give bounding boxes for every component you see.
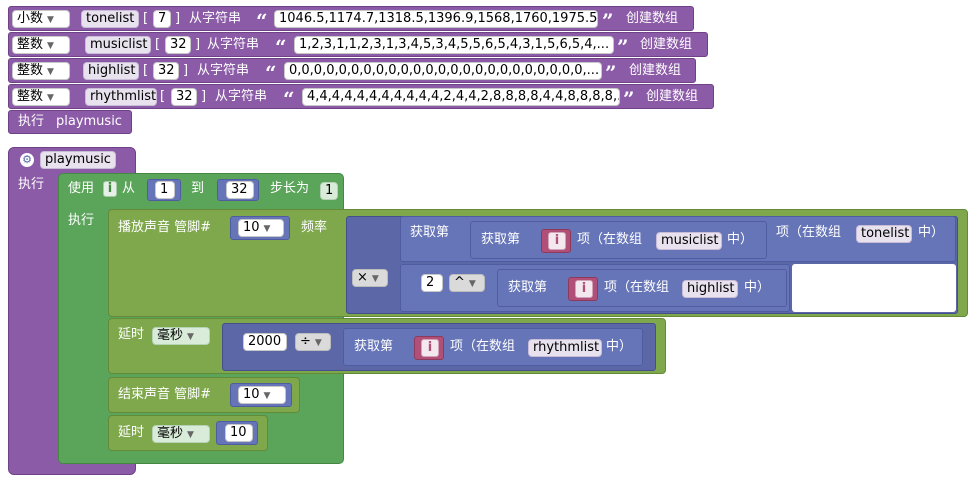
string-value-field[interactable]: 1046.5,1174.7,1318.5,1396.9,1568,1760,19… (274, 10, 598, 28)
get-item-block-rhythmlist[interactable]: 获取第 i 项（在数组 rhythmlist 中） (343, 328, 643, 366)
pin-dropdown[interactable]: 10▼ (238, 219, 284, 237)
step-value-field[interactable]: 1 (320, 182, 338, 200)
tone-pin-block[interactable]: 10▼ (230, 216, 290, 240)
var-name-field[interactable]: rhythmlist (85, 88, 157, 106)
chevron-down-icon: ▼ (187, 332, 194, 342)
base-value-field[interactable]: 2 (421, 274, 443, 292)
pin-dropdown[interactable]: 10▼ (238, 386, 286, 404)
get-item-block-highlist[interactable]: 获取第 i 项（在数组 highlist 中） (497, 269, 787, 307)
from-value-field[interactable]: 1 (155, 181, 175, 199)
chevron-down-icon: ▼ (263, 224, 271, 234)
chevron-down-icon: ▼ (47, 15, 54, 25)
to-value-field[interactable]: 32 (226, 181, 254, 199)
array-decl-block-highlist[interactable]: 整数▼ highlist [ 32 ] 从字符串 “ 0,0,0,0,0,0,0… (8, 58, 696, 83)
var-block-i[interactable]: i (414, 336, 444, 360)
chevron-down-icon: ▼ (263, 391, 271, 401)
quote-close-icon: ” (617, 35, 629, 59)
string-value-field[interactable]: 0,0,0,0,0,0,0,0,0,0,0,0,0,0,0,0,0,0,0,0,… (284, 62, 602, 80)
array-decl-block-tonelist[interactable]: 小数▼ tonelist [ 7 ] 从字符串 “ 1046.5,1174.7,… (8, 6, 694, 31)
unit-dropdown[interactable]: 毫秒▼ (152, 425, 210, 443)
array-name-field[interactable]: tonelist (856, 225, 912, 243)
quote-open-icon: “ (283, 87, 295, 111)
notone-pin-block[interactable]: 10▼ (230, 383, 292, 407)
array-name-field[interactable]: musiclist (656, 232, 722, 250)
chevron-down-icon: ▼ (47, 41, 54, 51)
gear-icon[interactable]: ⚙ (20, 153, 34, 167)
size-field[interactable]: 7 (153, 10, 171, 28)
array-name-field[interactable]: highlist (682, 280, 738, 298)
type-dropdown[interactable]: 整数▼ (12, 62, 70, 80)
var-i-field[interactable]: i (421, 339, 439, 357)
var-i-field[interactable]: i (575, 280, 593, 298)
delay-value-block[interactable]: 10 (216, 421, 258, 445)
var-name-field[interactable]: musiclist (85, 36, 151, 54)
string-value-field[interactable]: 4,4,4,4,4,4,4,4,4,4,4,2,4,4,2,8,8,8,8,4,… (302, 88, 620, 106)
var-name-field[interactable]: highlist (83, 62, 139, 80)
array-decl-block-rhythmlist[interactable]: 整数▼ rhythmlist [ 32 ] 从字符串 “ 4,4,4,4,4,4… (8, 84, 714, 109)
chevron-down-icon: ▼ (187, 430, 194, 440)
call-procedure-block[interactable]: 执行 playmusic (8, 110, 132, 134)
size-field[interactable]: 32 (171, 88, 197, 106)
var-name-field[interactable]: tonelist (81, 10, 139, 28)
delay-value-field[interactable]: 10 (225, 424, 253, 442)
div-op-dropdown[interactable]: ÷▼ (295, 333, 331, 351)
array-decl-block-musiclist[interactable]: 整数▼ musiclist [ 32 ] 从字符串 “ 1,2,3,1,1,2,… (8, 32, 708, 57)
var-block-i[interactable]: i (541, 229, 571, 253)
multiply-second-slot (792, 264, 956, 312)
op-dropdown[interactable]: ×▼ (352, 269, 388, 287)
quote-open-icon: “ (265, 61, 277, 85)
pow-op-dropdown[interactable]: ^▼ (449, 274, 485, 292)
quote-close-icon: ” (602, 9, 614, 33)
unit-dropdown[interactable]: 毫秒▼ (152, 327, 210, 345)
procedure-name: playmusic (56, 114, 122, 129)
var-i-field[interactable]: i (548, 232, 566, 250)
to-number-block[interactable]: 32 (217, 179, 259, 201)
chevron-down-icon: ▼ (314, 338, 322, 348)
divide-block[interactable]: 2000 ÷▼ 获取第 i 项（在数组 rhythmlist 中） (222, 323, 656, 371)
procedure-name-field[interactable]: playmusic (40, 151, 116, 169)
size-field[interactable]: 32 (165, 36, 191, 54)
dividend-field[interactable]: 2000 (243, 333, 287, 351)
delay-block-end[interactable]: 延时 毫秒▼ 10 (108, 415, 268, 451)
quote-close-icon: ” (605, 61, 617, 85)
array-name-field[interactable]: rhythmlist (528, 339, 602, 357)
power-block[interactable]: 2 ^▼ 获取第 i 项（在数组 highlist 中） (400, 264, 790, 312)
chevron-down-icon: ▼ (47, 93, 54, 103)
quote-open-icon: “ (275, 35, 287, 59)
chevron-down-icon: ▼ (468, 279, 476, 289)
chevron-down-icon: ▼ (47, 67, 54, 77)
type-dropdown[interactable]: 整数▼ (12, 36, 70, 54)
loop-var-i[interactable]: i (103, 181, 117, 197)
quote-close-icon: ” (623, 87, 635, 111)
type-dropdown[interactable]: 小数▼ (12, 10, 70, 28)
from-number-block[interactable]: 1 (147, 179, 181, 201)
string-value-field[interactable]: 1,2,3,1,1,2,3,1,3,4,5,3,4,5,5,6,5,4,3,1,… (294, 36, 614, 54)
get-item-block-musiclist[interactable]: 获取第 i 项（在数组 musiclist 中） (470, 221, 767, 259)
quote-open-icon: “ (256, 9, 268, 33)
type-dropdown[interactable]: 整数▼ (12, 88, 70, 106)
size-field[interactable]: 32 (153, 62, 179, 80)
var-block-i[interactable]: i (568, 277, 598, 301)
chevron-down-icon: ▼ (371, 274, 379, 284)
notone-block[interactable]: 结束声音 管脚# 10▼ (108, 377, 300, 413)
